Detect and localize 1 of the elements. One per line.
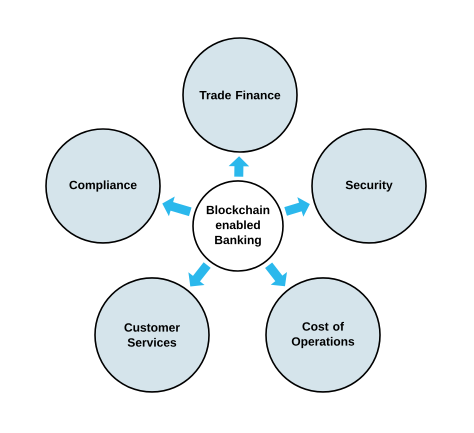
arrow [265,262,287,286]
